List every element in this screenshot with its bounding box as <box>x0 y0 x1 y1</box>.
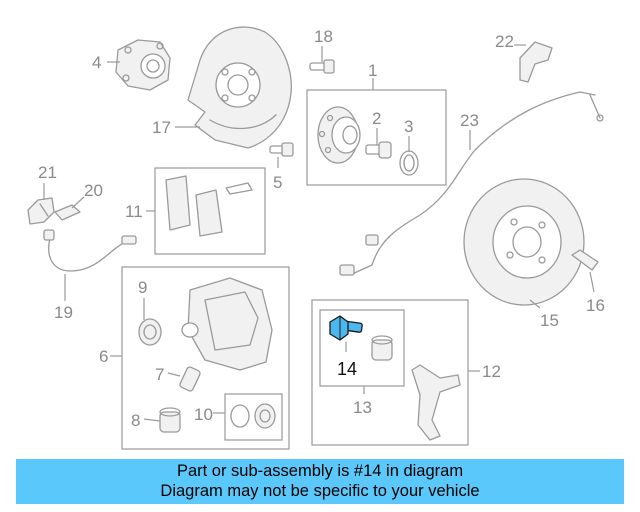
boot-part-9[interactable] <box>138 318 162 346</box>
group-box-10 <box>224 393 283 441</box>
hub-bearing-part-1[interactable] <box>317 106 361 164</box>
bleeder-part-7[interactable] <box>179 366 201 392</box>
sensor-wire-part-23[interactable] <box>339 91 604 276</box>
guide-pin-boot-part-13[interactable] <box>371 335 393 361</box>
callout-13: 13 <box>353 398 372 417</box>
sleeve-part-8[interactable] <box>159 407 181 433</box>
callout-10: 10 <box>194 405 213 424</box>
callout-6: 6 <box>99 347 108 366</box>
group-box-13 <box>319 309 405 387</box>
brake-pads-part-11[interactable] <box>165 175 253 237</box>
seal-kit-part-10[interactable] <box>230 403 276 429</box>
callout-5: 5 <box>273 173 282 192</box>
dust-shield-part-17[interactable] <box>187 26 292 149</box>
hub-bolt-part-2[interactable] <box>365 141 392 159</box>
seal-ring-part-3[interactable] <box>399 150 419 176</box>
group-box-1 <box>306 89 447 186</box>
carrier-bracket-part-12[interactable] <box>411 364 461 441</box>
parts-diagram: 4 17 18 1 2 3 5 21 20 11 19 6 9 7 8 10 1… <box>27 26 605 450</box>
sensor-cable-part-19[interactable] <box>43 229 137 272</box>
callout-18: 18 <box>314 27 333 46</box>
callout-8: 8 <box>131 411 140 430</box>
banner-line-disclaimer: Diagram may not be specific to your vehi… <box>160 482 480 500</box>
callout-16: 16 <box>586 296 605 315</box>
bracket-part-21[interactable] <box>27 197 55 225</box>
callout-3: 3 <box>404 117 413 136</box>
speed-sensor-part-22[interactable] <box>519 41 553 83</box>
callout-20: 20 <box>84 181 103 200</box>
leader-lines <box>43 44 595 422</box>
callout-numbers: 4 17 18 1 2 3 5 21 20 11 19 6 9 7 8 10 1… <box>38 27 605 430</box>
callout-9: 9 <box>138 278 147 297</box>
callout-12: 12 <box>482 362 501 381</box>
callout-15: 15 <box>540 311 559 330</box>
group-box-6 <box>121 266 290 450</box>
hub-carrier-part-4[interactable] <box>115 39 171 91</box>
caliper-part-6[interactable] <box>181 277 273 371</box>
callout-11: 11 <box>125 202 143 221</box>
callout-4: 4 <box>92 53 101 72</box>
callout-14: 14 <box>337 359 357 379</box>
bolt-part-18[interactable] <box>309 59 335 74</box>
callout-23: 23 <box>460 111 479 130</box>
brake-disc-part-15[interactable] <box>463 178 585 306</box>
banner-line-part: Part or sub-assembly is #14 in diagram <box>176 462 464 480</box>
group-box-12 <box>311 299 469 446</box>
screw-part-16[interactable] <box>571 249 599 271</box>
guide-bolt-part-14[interactable] <box>329 315 363 341</box>
clip-part-20[interactable] <box>54 204 81 221</box>
callout-2: 2 <box>372 109 381 128</box>
bolt-part-5[interactable] <box>269 142 294 157</box>
callout-22: 22 <box>495 32 514 51</box>
callout-19: 19 <box>54 303 73 322</box>
info-banner: Part or sub-assembly is #14 in diagram D… <box>16 459 624 504</box>
callout-7: 7 <box>155 365 164 384</box>
callout-1: 1 <box>368 61 377 80</box>
callout-21: 21 <box>38 163 57 182</box>
callout-17: 17 <box>152 118 171 137</box>
